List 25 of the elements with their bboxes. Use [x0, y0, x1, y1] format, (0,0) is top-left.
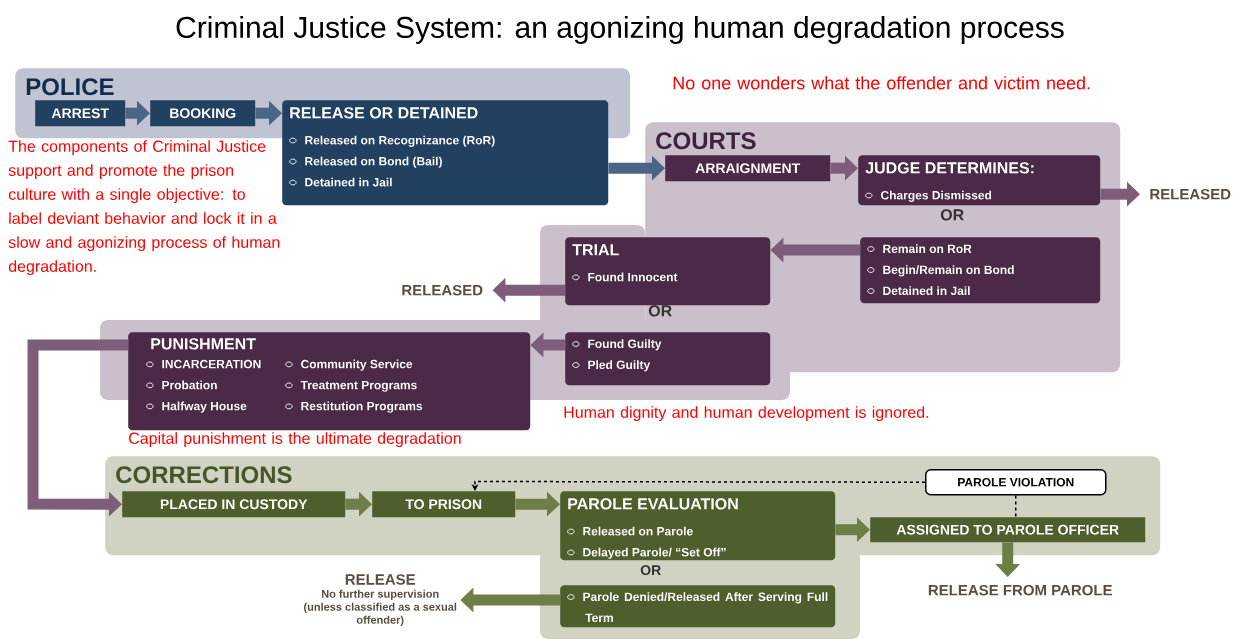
list-box: Remain on RoR Begin/Remain on Bond Detained in Jail	[860, 237, 1101, 304]
step-box: ARREST	[35, 100, 126, 127]
note-text: Human dignity and human development is ignored.	[564, 406, 929, 422]
or-text: OR	[940, 209, 964, 221]
step-box: ARRAIGNMENT	[665, 155, 831, 182]
step-box: ASSIGNED TO PAROLE OFFICER	[870, 517, 1146, 543]
step-box: TO PRISON	[372, 491, 516, 518]
title: Criminal Justice System: an agonizing human degradation process	[176, 16, 1064, 44]
step-box: PLACED IN CUSTODY	[122, 491, 346, 518]
list-box: PAROLE EVALUATION Released on Parole Delayed Parole/ “Set Off”	[560, 491, 836, 561]
outcome-text: RELEASE FROM PAROLE	[928, 584, 1112, 596]
or-text: OR	[640, 565, 661, 576]
violation-box: PAROLE VIOLATION	[925, 469, 1107, 496]
list-box: TRIAL Found Innocent	[565, 237, 771, 306]
note-text: No one wonders what the offender and victim need.	[673, 76, 1090, 90]
list-box: JUDGE DETERMINES: Charges Dismissed	[858, 155, 1101, 206]
outcome-text: RELEASED	[1150, 188, 1231, 200]
step-box: BOOKING	[150, 100, 256, 127]
list-box: PUNISHMENT INCARCERATION Community Service Probation Treatment Programs Halfway House Restitution Programs	[128, 332, 531, 431]
list-box: Found Guilty Pled Guilty	[565, 332, 771, 386]
or-text: OR	[648, 305, 672, 317]
outcome-text: RELEASE No further supervision (unless classified as a sexual offender)	[304, 574, 457, 626]
note-text: Capital punishment is the ultimate degradation	[129, 432, 461, 448]
list-box: Parole Denied/Released After Serving Full Term	[560, 585, 836, 628]
list-box: RELEASE OR DETAINED Released on Recognizance (RoR) Released on Bond (Bail) Detained in Jail	[282, 100, 609, 206]
